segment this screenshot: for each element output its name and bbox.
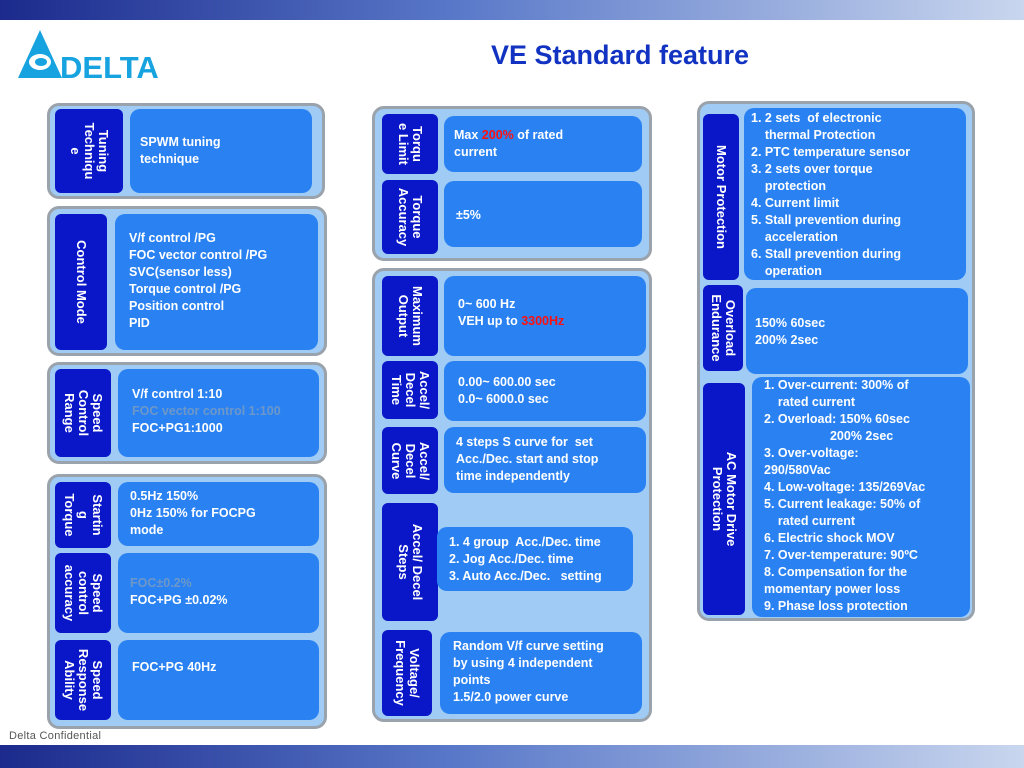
value-accel-decel-curve: 4 steps S curve for set Acc./Dec. start … xyxy=(444,427,646,493)
value-speed-range: V/f control 1:10 FOC vector control 1:10… xyxy=(118,369,319,457)
page-title: VE Standard feature xyxy=(490,40,750,70)
label-speed-control-range: Speed Control Range xyxy=(55,369,111,457)
label-starting-torque: Startin g Torque xyxy=(55,482,111,548)
label-maximum-output: Maximum Output xyxy=(382,276,438,356)
value-tuning: SPWM tuning technique xyxy=(130,109,312,193)
bottom-gradient-bar xyxy=(0,745,1024,768)
value-motor-protection: 1. 2 sets of electronic thermal Protecti… xyxy=(744,108,966,280)
value-starting-torque: 0.5Hz 150% 0Hz 150% for FOCPG mode xyxy=(118,482,319,546)
value-speed-accuracy: FOC±0.2% FOC+PG ±0.02% xyxy=(118,553,319,633)
value-voltage-frequency: Random V/f curve setting by using 4 inde… xyxy=(440,632,642,714)
logo-text: DELTA xyxy=(60,50,159,85)
value-accel-decel-steps: 1. 4 group Acc./Dec. time 2. Jog Acc./De… xyxy=(437,527,633,591)
delta-logo: DELTA xyxy=(18,30,159,85)
value-maximum-output: 0~ 600 Hz VEH up to 3300Hz xyxy=(444,276,646,356)
label-torque-accuracy: Torque Accuracy xyxy=(382,180,438,254)
label-voltage-frequency: Voltage/ Frequency xyxy=(382,630,432,716)
value-ac-motor-drive-protection: 1. Over-current: 300% of rated current 2… xyxy=(752,377,970,617)
label-motor-protection: Motor Protection xyxy=(703,114,739,280)
label-ac-motor-drive-protection: AC Motor Drive Protection xyxy=(703,383,745,615)
value-overload-endurance: 150% 60sec 200% 2sec xyxy=(746,288,968,374)
value-control-mode: V/f control /PG FOC vector control /PG S… xyxy=(115,214,318,350)
label-tuning-technique: Tuning Techniqu e xyxy=(55,109,123,193)
label-accel-decel-steps: Accel/ Decel Steps xyxy=(382,503,438,621)
value-torque-accuracy: ±5% xyxy=(444,181,642,247)
value-torque-limit: Max 200% of rated current xyxy=(444,116,642,172)
footer-confidential: Delta Confidential xyxy=(9,730,102,742)
label-torque-limit: Torqu e Limit xyxy=(382,114,438,174)
label-speed-response-ability: Speed Response Ability xyxy=(55,640,111,720)
highlight-3300hz: 3300Hz xyxy=(521,314,565,328)
label-speed-control-accuracy: Speed control accuracy xyxy=(55,553,111,633)
highlight-200-percent: 200% xyxy=(481,128,514,142)
value-speed-response: FOC+PG 40Hz xyxy=(118,640,319,720)
top-gradient-bar xyxy=(0,0,1024,20)
label-accel-decel-curve: Accel/ Decel Curve xyxy=(382,427,438,494)
label-control-mode: Control Mode xyxy=(55,214,107,350)
value-accel-decel-time: 0.00~ 600.00 sec 0.0~ 6000.0 sec xyxy=(444,361,646,421)
label-overload-endurance: Overload Endurance xyxy=(703,285,743,371)
label-accel-decel-time: Accel/ Decel Time xyxy=(382,361,438,419)
